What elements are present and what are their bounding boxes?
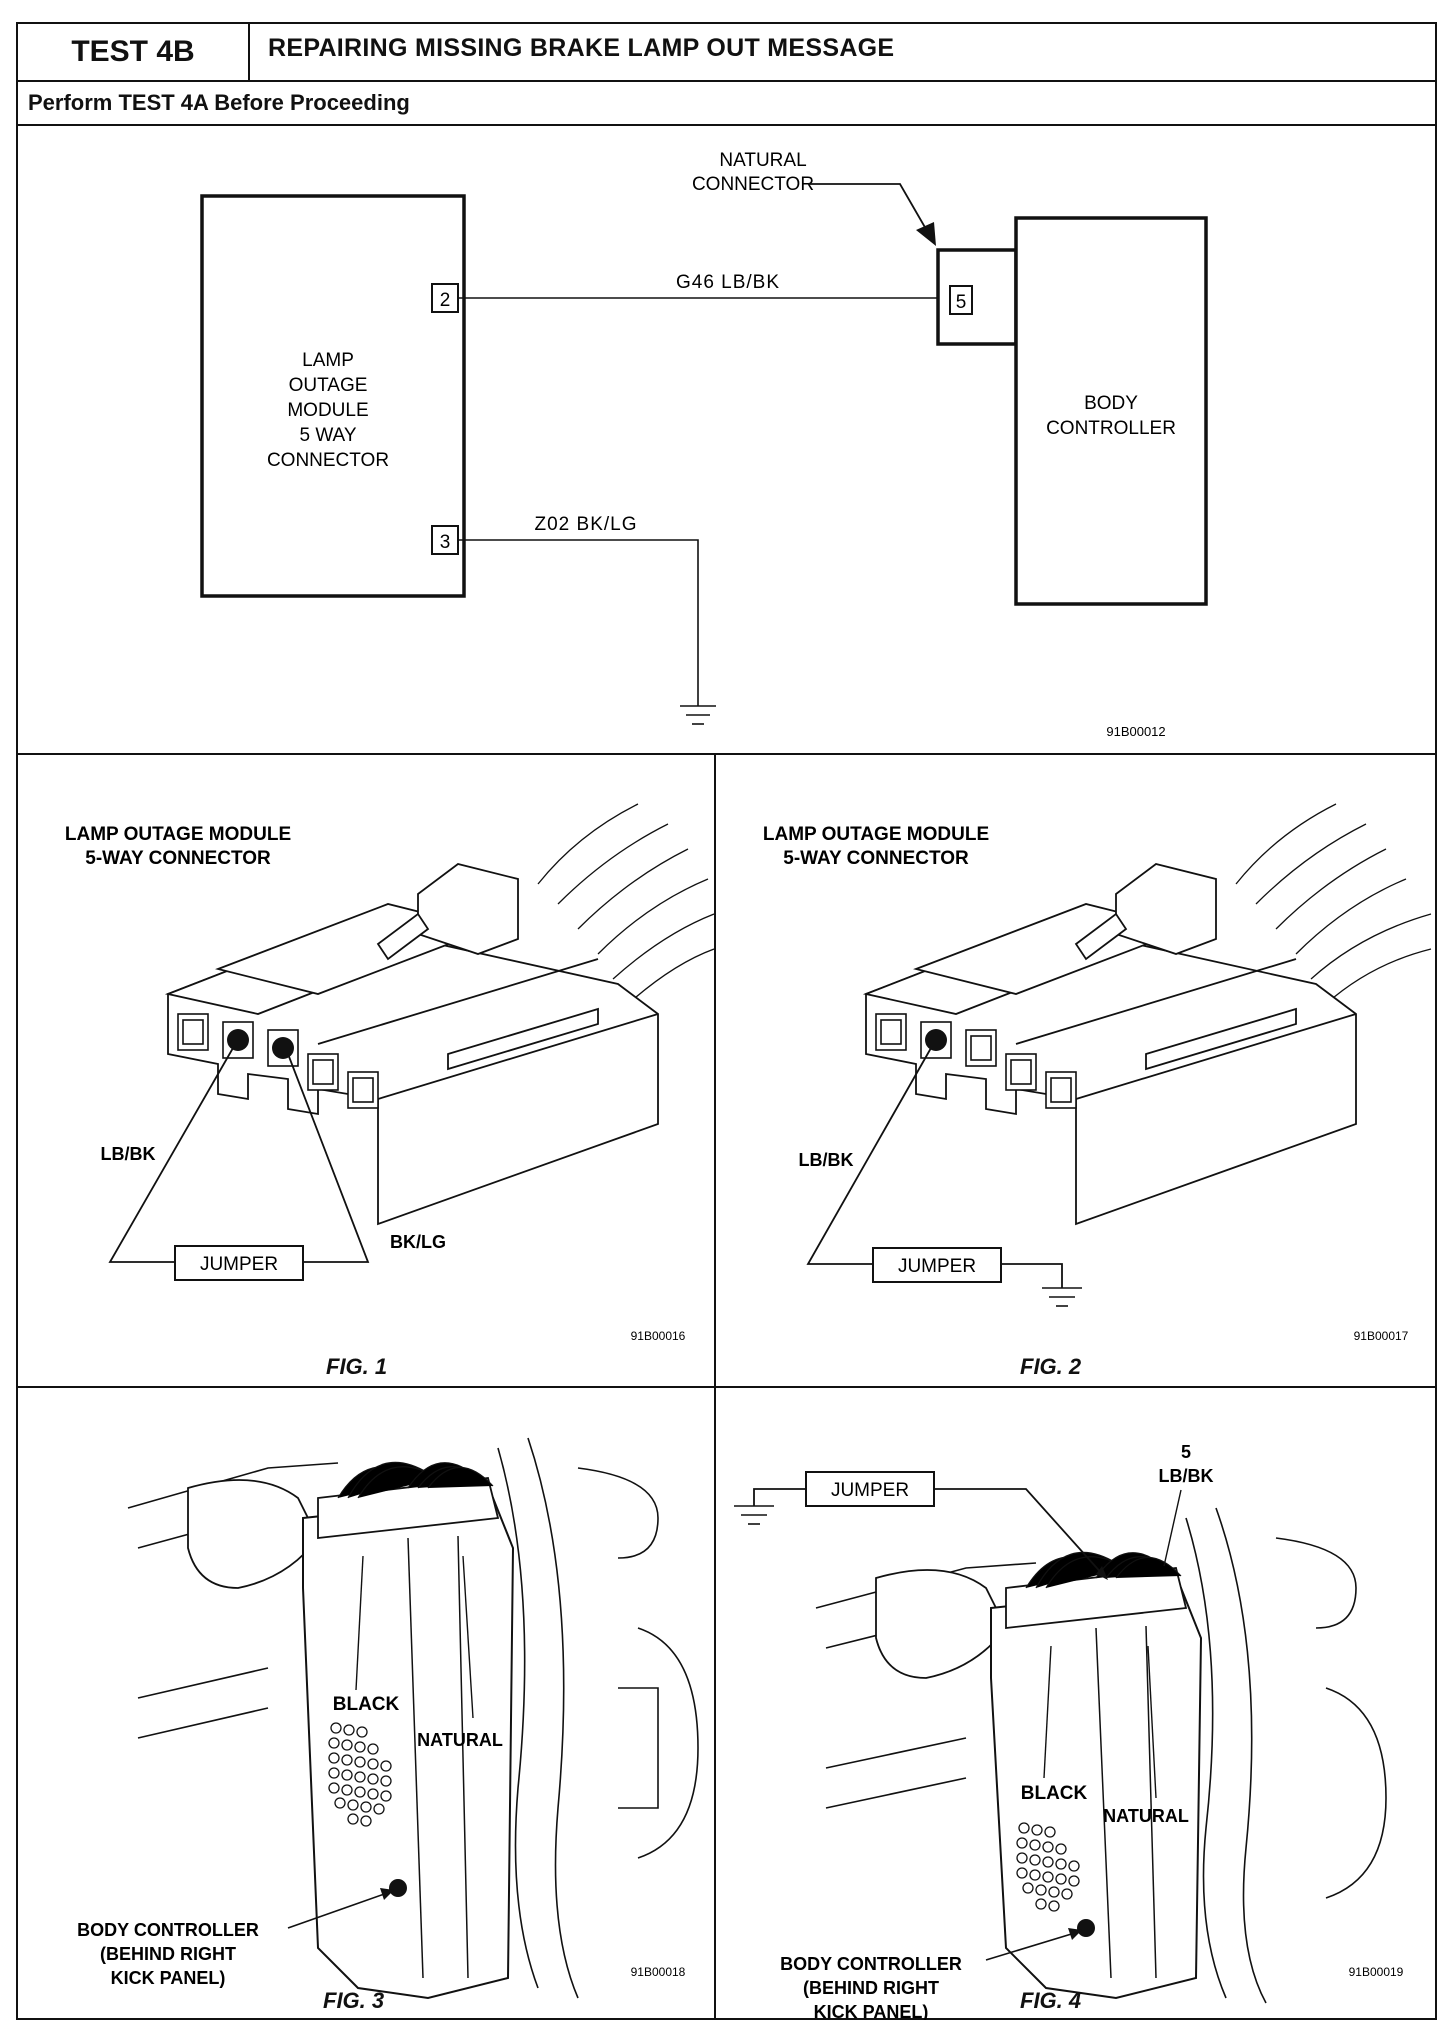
natural-connector-label-1: NATURAL <box>719 150 806 171</box>
fig2-wires <box>1235 803 1432 1005</box>
fig3-ref: 91B00018 <box>631 1965 686 1979</box>
wire-g46-label: G46 LB/BK <box>676 272 780 293</box>
fig3-vent-holes <box>328 1722 392 1827</box>
fig1-jumper-label: JUMPER <box>200 1254 278 1275</box>
page-frame: TEST 4B REPAIRING MISSING BRAKE LAMP OUT… <box>16 22 1437 2020</box>
lom-label-3: MODULE <box>287 400 368 421</box>
fig4-natural-label: NATURAL <box>1103 1806 1189 1826</box>
figure-2: LAMP OUTAGE MODULE 5-WAY CONNECTOR <box>763 803 1432 1343</box>
fig3-caption: FIG. 3 <box>323 1988 385 2013</box>
fig4-mount-hole <box>1077 1919 1095 1937</box>
pin-2-box <box>431 283 459 313</box>
lom-label-2: OUTAGE <box>289 375 368 396</box>
wiring-schematic: LAMP OUTAGE MODULE 5 WAY CONNECTOR 2 3 G… <box>18 150 1435 755</box>
ground-symbol <box>680 705 716 725</box>
lom-label-5: CONNECTOR <box>267 450 389 471</box>
fig4-bc-label-2: (BEHIND RIGHT <box>803 1978 939 1998</box>
fig4-ref: 91B00019 <box>1349 1965 1404 1979</box>
fig4-pin-label-2: LB/BK <box>1159 1466 1214 1486</box>
fig1-wires <box>537 803 714 1005</box>
pin-2-label: 2 <box>440 290 451 311</box>
fig4-bc-label-1: BODY CONTROLLER <box>780 1954 962 1974</box>
fig1-jumper-wire-right <box>287 1053 370 1263</box>
fig4-ground-symbol <box>734 1505 774 1525</box>
figure-3: BLACK NATURAL BODY CONTROLLER (BEHIND RI… <box>77 1437 699 2000</box>
fig4-jumper-box <box>805 1471 935 1507</box>
figure-1: LAMP OUTAGE MODULE 5-WAY CONNECTOR <box>65 803 714 1343</box>
fig4-connector-wires <box>1025 1551 1182 1589</box>
fig2-connector-body <box>862 863 1357 1226</box>
fig1-ref: 91B00016 <box>631 1329 686 1343</box>
fig3-bc-label-2: (BEHIND RIGHT <box>100 1944 236 1964</box>
fig1-caption: FIG. 1 <box>326 1354 388 1379</box>
natural-connector-label-2: CONNECTOR <box>692 174 814 195</box>
fig1-title-2: 5-WAY CONNECTOR <box>85 848 271 869</box>
fig3-bc-label-1: BODY CONTROLLER <box>77 1920 259 1940</box>
fig1-title-1: LAMP OUTAGE MODULE <box>65 824 291 845</box>
fig2-lb-bk-label: LB/BK <box>799 1150 854 1170</box>
fig2-ground-symbol <box>1042 1287 1082 1307</box>
fig2-caption: FIG. 2 <box>1020 1354 1082 1379</box>
fig4-background-structure <box>815 1507 1387 2004</box>
lom-label-4: 5 WAY <box>299 425 356 446</box>
natural-connector-leader <box>808 183 931 237</box>
prerequisite-note: Perform TEST 4A Before Proceeding <box>28 90 410 115</box>
fig3-natural-label: NATURAL <box>417 1730 503 1750</box>
subheader-row: Perform TEST 4A Before Proceeding <box>18 82 1435 126</box>
fig4-pin-label-1: 5 <box>1181 1442 1191 1462</box>
fig1-pin-bk-lg <box>272 1037 294 1059</box>
fig4-jumper-wire-left <box>753 1488 806 1506</box>
figure-4: JUMPER 5 LB/BK BLACK NATURAL BODY CONTRO… <box>734 1442 1404 2020</box>
pin-5-label: 5 <box>956 292 967 313</box>
fig2-ref: 91B00017 <box>1354 1329 1409 1343</box>
wire-z02-label: Z02 BK/LG <box>535 514 638 535</box>
fig2-pin-lb-bk <box>925 1029 947 1051</box>
body-controller-box <box>1014 216 1208 606</box>
fig1-connector-body <box>164 863 659 1226</box>
fig3-connector-wires <box>337 1461 494 1499</box>
fig1-bk-lg-label: BK/LG <box>390 1232 446 1252</box>
fig4-jumper-label: JUMPER <box>831 1480 909 1501</box>
pin-5-box <box>949 285 973 315</box>
header-row: TEST 4B REPAIRING MISSING BRAKE LAMP OUT… <box>18 24 1435 82</box>
fig1-lb-bk-label: LB/BK <box>101 1144 156 1164</box>
lom-label-1: LAMP <box>302 350 354 371</box>
fig2-jumper-wire-right <box>1001 1263 1063 1288</box>
fig4-bc-label-3: KICK PANEL) <box>814 2002 929 2020</box>
fig1-jumper-wire-left <box>108 1047 234 1263</box>
test-title: REPAIRING MISSING BRAKE LAMP OUT MESSAGE <box>268 34 895 62</box>
schematic-ref: 91B00012 <box>1106 724 1165 739</box>
wire-z02 <box>458 539 699 706</box>
row-divider <box>18 1386 1435 1388</box>
body-controller-label-1: BODY <box>1084 393 1138 414</box>
fig3-background-structure <box>127 1437 699 1999</box>
fig2-cavities <box>875 1013 1077 1109</box>
fig2-title-2: 5-WAY CONNECTOR <box>783 848 969 869</box>
natural-connector-arrowhead <box>916 222 936 246</box>
fig1-jumper-box <box>174 1245 304 1281</box>
fig2-jumper-wire-left <box>806 1047 932 1265</box>
fig3-bc-label-3: KICK PANEL) <box>111 1968 226 1988</box>
fig3-harness <box>187 1479 320 1589</box>
fig3-black-label: BLACK <box>333 1694 400 1715</box>
fig1-pin-lb-bk <box>227 1029 249 1051</box>
fig2-jumper-label: JUMPER <box>898 1256 976 1277</box>
test-id: TEST 4B <box>18 24 250 80</box>
fig4-black-label: BLACK <box>1021 1783 1088 1804</box>
lamp-outage-module-box <box>200 194 466 598</box>
fig4-harness <box>875 1569 1008 1679</box>
fig4-caption: FIG. 4 <box>1020 1988 1082 2013</box>
pin-3-label: 3 <box>440 532 451 553</box>
body-controller-label-2: CONTROLLER <box>1046 418 1176 439</box>
fig3-mount-hole <box>389 1879 407 1897</box>
fig4-vent-holes <box>1016 1822 1080 1912</box>
fig2-jumper-box <box>872 1247 1002 1283</box>
fig2-title-1: LAMP OUTAGE MODULE <box>763 824 989 845</box>
fig4-jumper-wire-right <box>934 1488 1105 1577</box>
pin-3-box <box>431 525 459 555</box>
